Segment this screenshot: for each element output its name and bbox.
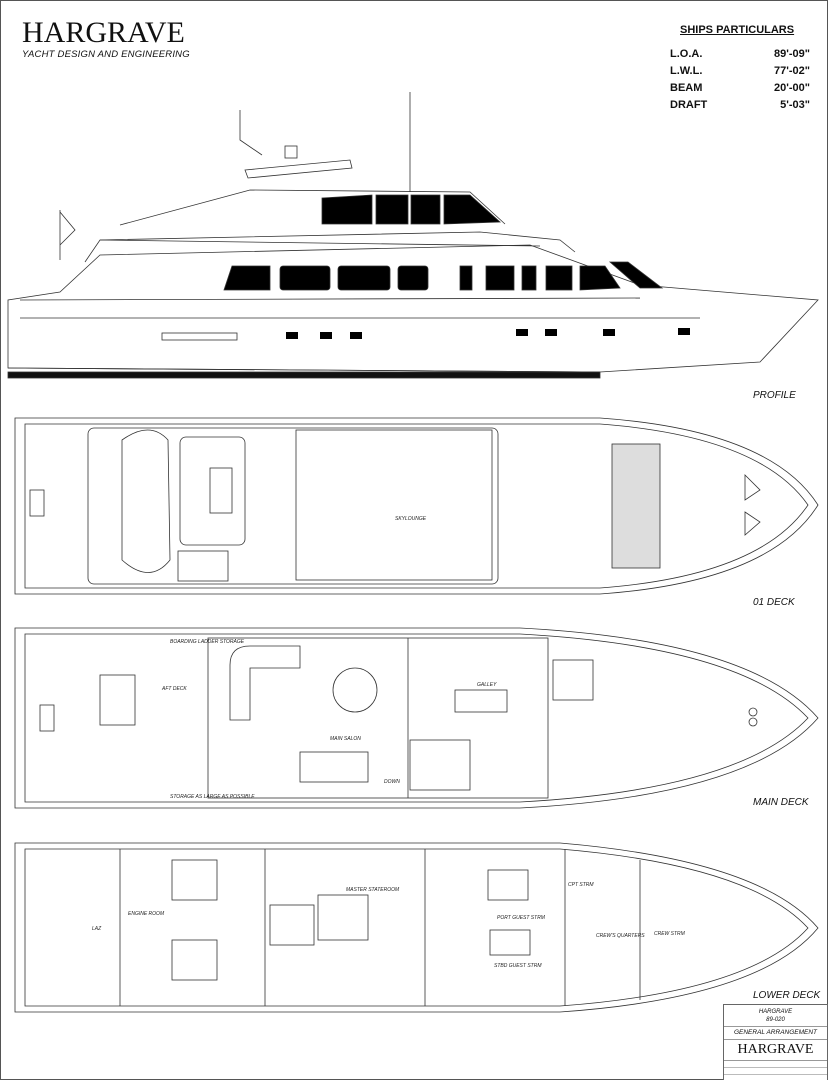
- brand-tagline: YACHT DESIGN AND ENGINEERING: [22, 49, 190, 60]
- room-label-main-salon: MAIN SALON: [330, 736, 361, 742]
- room-label-skylounge: SKYLOUNGE: [395, 516, 427, 522]
- deck-01-plan: SKYLOUNGE: [14, 417, 819, 595]
- particular-row: BEAM 20'-00": [670, 82, 810, 99]
- room-label-engine-room: ENGINE ROOM: [128, 911, 165, 917]
- room-label-laz: LAZ: [92, 926, 102, 932]
- title-block: HARGRAVE 89-020 GENERAL ARRANGEMENT HARG…: [723, 1004, 828, 1081]
- ships-particulars: SHIPS PARTICULARS L.O.A. 89'-09" L.W.L. 77…: [670, 24, 810, 116]
- particular-value: 77'-02": [774, 65, 810, 77]
- particular-value: 20'-00": [774, 82, 810, 94]
- view-label-profile: PROFILE: [753, 390, 796, 401]
- room-label-boarding: BOARDING LADDER STORAGE: [170, 639, 245, 645]
- hull-profile: [7, 244, 819, 373]
- profile-view: [7, 92, 819, 379]
- hardtop: [244, 159, 353, 179]
- particular-label: L.O.A.: [670, 48, 703, 60]
- title-block-grid: [724, 1061, 827, 1081]
- room-label-galley: GALLEY: [477, 682, 497, 688]
- flag: [59, 210, 76, 260]
- particular-value: 5'-03": [780, 99, 810, 111]
- view-label-lower-deck: LOWER DECK: [753, 990, 821, 1001]
- lower-deck-plan: ENGINE ROOM LAZ MASTER STATEROOM PORT GU…: [14, 842, 819, 1013]
- view-label-01-deck: 01 DECK: [753, 597, 795, 608]
- room-label-storage: STORAGE AS LARGE AS POSSIBLE: [170, 794, 255, 800]
- hargrave-logo: HARGRAVE YACHT DESIGN AND ENGINEERING: [22, 16, 190, 61]
- room-label-master: MASTER STATEROOM: [346, 887, 400, 893]
- label-down: DOWN: [384, 779, 400, 785]
- particular-row: DRAFT 5'-03": [670, 99, 810, 116]
- tender: [121, 429, 171, 573]
- main-deckhouse: [84, 231, 576, 263]
- particulars-title: SHIPS PARTICULARS: [680, 24, 795, 36]
- particular-value: 89'-09": [774, 48, 810, 60]
- title-block-header: HARGRAVE 89-020: [724, 1005, 827, 1027]
- particular-row: L.W.L. 77'-02": [670, 65, 810, 82]
- room-label-crews-quarters: CREW'S QUARTERS: [596, 933, 645, 939]
- brand-name: HARGRAVE: [22, 16, 185, 49]
- room-label-stbd-guest: STBD GUEST STRM: [494, 963, 542, 969]
- room-label-aft-deck: AFT DECK: [161, 686, 187, 692]
- room-label-crew: CREW STRM: [654, 931, 686, 937]
- particular-label: BEAM: [670, 82, 703, 94]
- main-deck-plan: AFT DECK MAIN SALON GALLEY BOARDING LADD…: [14, 627, 819, 809]
- flybridge: [119, 189, 506, 226]
- particular-label: DRAFT: [670, 99, 708, 111]
- title-block-drawing: GENERAL ARRANGEMENT: [724, 1027, 827, 1040]
- room-label-cpt: CPT STRM: [568, 882, 594, 888]
- title-block-company: HARGRAVE: [758, 1009, 793, 1015]
- title-block-logo: HARGRAVE: [724, 1040, 827, 1061]
- title-block-number: 89-020: [766, 1017, 785, 1023]
- particular-row: L.O.A. 89'-09": [670, 48, 810, 65]
- particular-label: L.W.L.: [670, 65, 703, 77]
- room-label-port-guest: PORT GUEST STRM: [497, 915, 546, 921]
- view-label-main-deck: MAIN DECK: [753, 797, 809, 808]
- waterline: [7, 371, 601, 379]
